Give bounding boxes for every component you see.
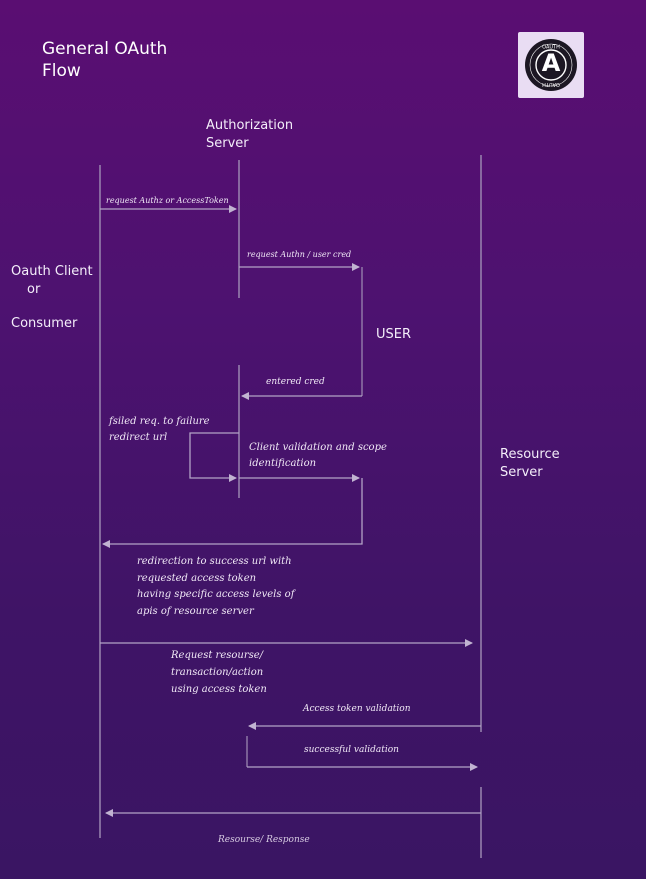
msg-success-redirect-line-2: requested access token	[137, 572, 257, 584]
msg-success-redirect-line-4: apis of resource server	[137, 605, 254, 617]
msg-client-validation-line-2: identification	[249, 458, 317, 469]
msg-request-resource: Request resourse/ transaction/action usi…	[171, 647, 267, 698]
oauth-logo-ring: OAUTH OAUTH	[529, 43, 573, 87]
msg-failed-redirect-line-2: redirect url	[109, 432, 168, 443]
oauth-logo-icon: OAUTH OAUTH A	[518, 32, 584, 98]
diagram-title: General OAuth Flow	[42, 38, 167, 82]
oauth-logo-disc: OAUTH OAUTH A	[525, 39, 577, 91]
authorization-server-label: Authorization Server	[206, 117, 293, 153]
resource-server-line-2: Server	[500, 465, 543, 480]
msg-success-redirect-line-1: redirection to success url with	[137, 556, 292, 567]
msg-success-redirect-line-3: having specific access levels of	[137, 589, 295, 600]
msg-token-validation: Access token validation	[303, 704, 411, 714]
msg-client-validation-line-1: Client validation and scope	[249, 442, 387, 453]
logo-letter: A	[541, 49, 561, 77]
msg-request-authn: request Authn / user cred	[247, 250, 352, 259]
msg-failed-redirect: fsiled req. to failure redirect url	[109, 414, 210, 446]
client-label-line-1: Oauth Client	[11, 264, 93, 279]
msg-request-resource-line-1: Request resourse/	[171, 650, 264, 661]
msg-entered-cred: entered cred	[266, 377, 325, 387]
logo-ring-text-bottom: OAUTH	[542, 81, 560, 87]
resource-server-label: Resource Server	[500, 446, 560, 482]
msg-request-resource-line-3: using access token	[171, 684, 267, 695]
msg-failed-redirect-line-1: fsiled req. to failure	[109, 416, 210, 427]
client-label-line-3: Consumer	[11, 316, 78, 331]
title-line-2: Flow	[42, 61, 81, 81]
logo-ring-text-top: OAUTH	[542, 45, 560, 51]
authorization-server-line-1: Authorization	[206, 118, 294, 133]
msg-client-validation: Client validation and scope identificati…	[249, 440, 387, 472]
user-label: USER	[376, 327, 412, 342]
msg-resource-response: Resourse/ Response	[218, 835, 310, 845]
authorization-server-line-2: Server	[206, 136, 249, 151]
msg-successful-validation: successful validation	[304, 745, 399, 755]
msg-request-resource-line-2: transaction/action	[171, 667, 264, 678]
msg-success-redirect: redirection to success url with requeste…	[137, 554, 294, 620]
msg-request-authz: request Authz or AccessToken	[106, 196, 229, 205]
resource-server-line-1: Resource	[500, 447, 560, 462]
title-line-1: General OAuth	[42, 39, 168, 59]
client-label: Oauth Client or Consumer	[11, 263, 93, 333]
arrow-failed-redirect	[189, 432, 239, 482]
client-label-line-2: or	[27, 282, 41, 297]
arrow-success-redirect	[102, 478, 363, 548]
